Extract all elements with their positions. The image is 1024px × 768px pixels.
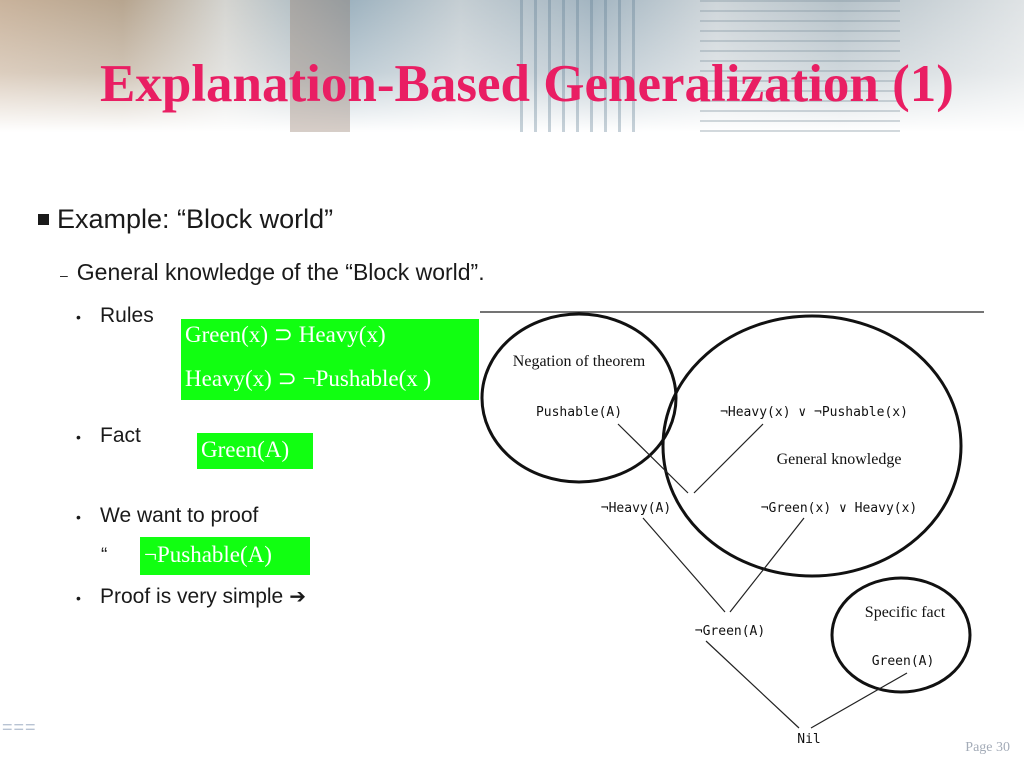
- fact-formula: Green(A): [201, 437, 290, 462]
- clause-not-heavy-a: ¬Heavy(A): [601, 501, 671, 516]
- fact-formula-box: Green(A): [197, 433, 313, 469]
- bullet-simple: • Proof is very simple ➔: [76, 584, 306, 609]
- bullet-example: Example: “Block world”: [38, 204, 333, 235]
- dot-bullet-icon: •: [76, 509, 81, 525]
- bullet-simple-text: Proof is very simple: [100, 585, 284, 608]
- edge-greena-to-nil: [810, 672, 908, 729]
- general-knowledge-label: General knowledge: [777, 451, 902, 468]
- edge-clause2-to-notgreen: [729, 517, 805, 613]
- dot-bullet-icon: •: [76, 309, 81, 325]
- clause-general-1: ¬Heavy(x) ∨ ¬Pushable(x): [720, 405, 908, 420]
- clause-nil: Nil: [797, 732, 820, 747]
- edge-notgreen-to-nil: [705, 640, 800, 729]
- specific-fact-ellipse: [830, 576, 972, 694]
- rule-formula-2: Heavy(x) ⊃ ¬Pushable(x ): [185, 366, 432, 391]
- banner-texture: [290, 0, 350, 132]
- negation-label: Negation of theorem: [513, 353, 646, 370]
- edge-notheavy-to-notgreen: [642, 517, 726, 613]
- negation-ellipse: [480, 312, 678, 484]
- page-number: Page 30: [965, 740, 1010, 755]
- bullet-general-text: General knowledge of the “Block world”.: [76, 259, 485, 285]
- bullet-example-text: Example: “Block world”: [57, 204, 334, 234]
- bullet-rules: • Rules: [76, 304, 154, 328]
- resolution-diagram: Negation of theorem Pushable(A) ¬Heavy(x…: [480, 311, 984, 747]
- square-bullet-icon: [38, 214, 49, 225]
- bullet-want: • We want to proof: [76, 504, 258, 528]
- slide-title: Explanation-Based Generalization (1): [100, 55, 954, 113]
- banner-texture: [700, 0, 900, 132]
- clause-not-green-a: ¬Green(A): [695, 624, 765, 639]
- banner-texture: [520, 0, 640, 132]
- bullet-rules-text: Rules: [100, 304, 154, 327]
- goal-formula: ¬Pushable(A): [144, 542, 272, 567]
- dot-bullet-icon: •: [76, 429, 81, 445]
- clause-green-a: Green(A): [872, 654, 935, 669]
- edge-pushable-to-notheavy: [617, 423, 689, 494]
- bullet-fact: • Fact: [76, 424, 141, 448]
- bullet-general-knowledge: – General knowledge of the “Block world”…: [60, 259, 485, 286]
- clause-general-2: ¬Green(x) ∨ Heavy(x): [761, 501, 918, 516]
- dash-bullet-icon: –: [60, 267, 68, 283]
- right-arrow-icon: ➔: [289, 586, 306, 608]
- goal-formula-box: ¬Pushable(A): [140, 537, 310, 575]
- quote-mark: “: [101, 545, 108, 566]
- edge-clause1-to-notheavy: [693, 423, 764, 494]
- clause-pushable-a: Pushable(A): [536, 405, 622, 420]
- specific-fact-label: Specific fact: [865, 604, 946, 621]
- bullet-want-text: We want to proof: [100, 504, 259, 527]
- footer-decoration: ===: [2, 717, 37, 737]
- header-banner: [0, 0, 1024, 132]
- general-knowledge-ellipse: [661, 314, 963, 578]
- bullet-fact-text: Fact: [100, 424, 141, 447]
- dot-bullet-icon: •: [76, 590, 81, 606]
- rules-formula-box: Green(x) ⊃ Heavy(x) Heavy(x) ⊃ ¬Pushable…: [181, 319, 479, 400]
- rule-formula-1: Green(x) ⊃ Heavy(x): [185, 322, 386, 347]
